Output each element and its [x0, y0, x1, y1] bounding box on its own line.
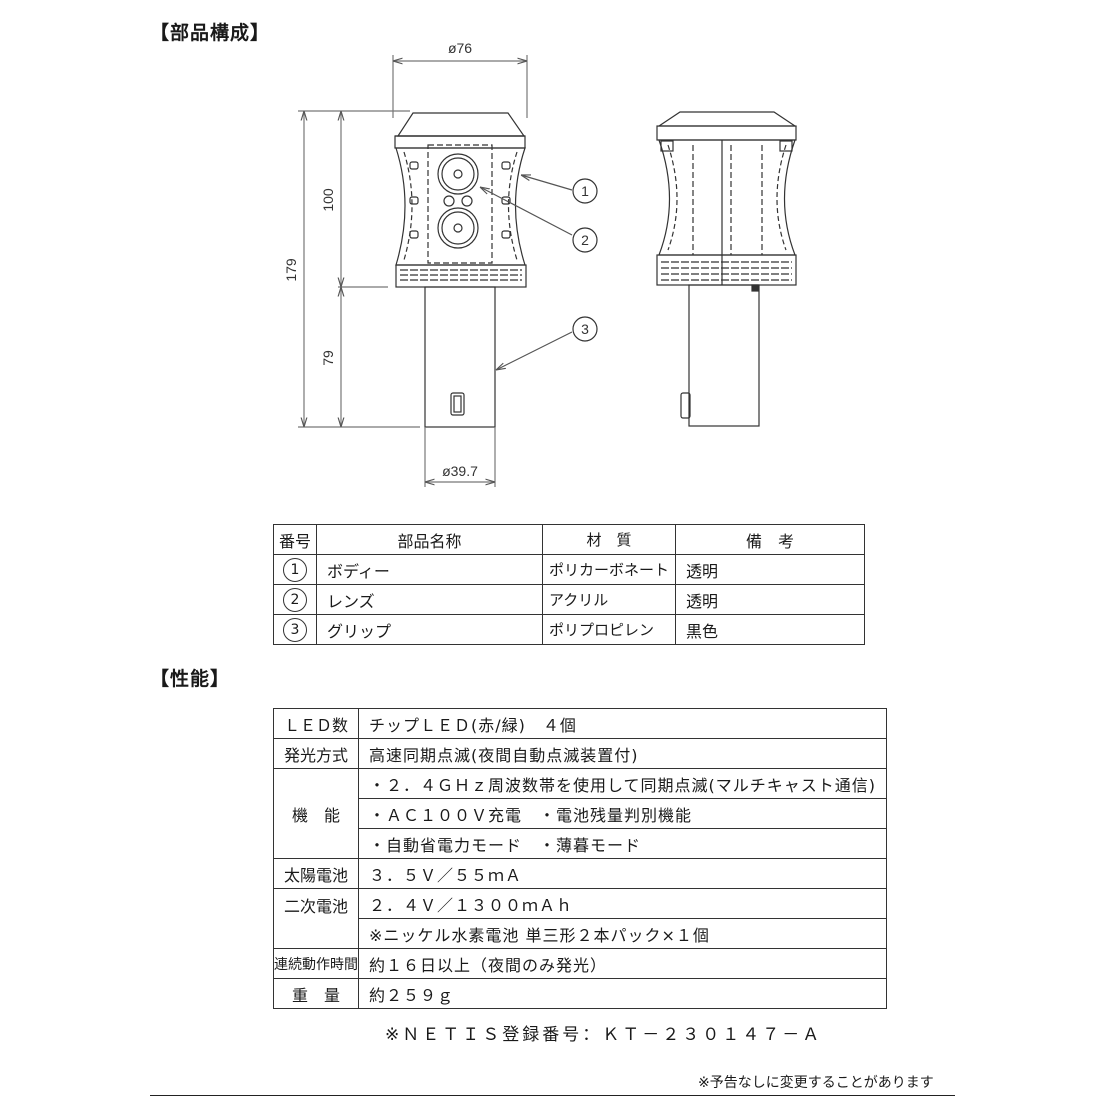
part-number: 2	[283, 587, 307, 612]
spec-row-emission: 発光方式 高速同期点滅(夜間自動点滅装置付)	[273, 738, 888, 769]
spec-label: ＬＥＤ数	[273, 708, 359, 739]
spec-value: チップＬＥＤ(赤/緑) ４個	[357, 708, 888, 739]
part-note: 透明	[675, 584, 865, 615]
part-name: レンズ	[316, 584, 543, 615]
callout-3: 3	[581, 321, 589, 337]
part-material: アクリル	[541, 584, 677, 615]
table-row: 3 グリップ ポリプロピレン 黒色	[273, 614, 865, 645]
spec-row-runtime: 連続動作時間 約１６日以上（夜間のみ発光）	[273, 948, 888, 979]
header-name: 部品名称	[316, 524, 543, 555]
technical-drawing: ø76 179 100 79 ø39.7 1 2 3	[283, 40, 797, 487]
footer-divider	[150, 1095, 955, 1096]
dim-top-diameter: ø76	[448, 40, 472, 56]
spec-row-functions: ・ＡＣ１００Ｖ充電 ・電池残量判別機能	[274, 798, 888, 829]
spec-label: 発光方式	[273, 738, 359, 769]
spec-value: ３．５Ｖ／５５ｍＡ	[357, 858, 888, 889]
header-material: 材 質	[541, 524, 677, 555]
spec-row-functions: ・自動省電力モード ・薄暮モード	[274, 828, 888, 859]
part-number: 3	[283, 617, 307, 642]
part-name: ボディー	[316, 554, 543, 585]
part-note: 透明	[675, 554, 865, 585]
front-view	[298, 55, 598, 487]
performance-heading: 【性能】	[150, 668, 231, 690]
part-material: ポリプロピレン	[541, 614, 677, 645]
spec-value: 約１６日以上（夜間のみ発光）	[357, 948, 888, 979]
netis-registration: ※ＮＥＴＩＳ登録番号：ＫＴ－２３０１４７－Ａ	[385, 1025, 823, 1045]
parts-heading: 【部品構成】	[150, 22, 271, 44]
part-number: 1	[283, 557, 307, 582]
spec-label: 連続動作時間	[273, 948, 359, 979]
spec-value: 高速同期点滅(夜間自動点滅装置付)	[357, 738, 888, 769]
part-note: 黒色	[675, 614, 865, 645]
spec-row-weight: 重 量 約２５９ｇ	[273, 978, 888, 1009]
spec-value: 約２５９ｇ	[357, 978, 888, 1009]
side-view	[656, 111, 797, 427]
spec-row-solar: 太陽電池 ３．５Ｖ／５５ｍＡ	[273, 858, 888, 889]
table-row: 1 ボディー ポリカーボネート 透明	[273, 554, 865, 585]
header-note: 備 考	[675, 524, 865, 555]
spec-row-functions: 機 能 ・２．４ＧＨｚ周波数帯を使用して同期点滅(マルチキャスト通信)	[273, 768, 888, 859]
spec-row-led: ＬＥＤ数 チップＬＥＤ(赤/緑) ４個	[273, 708, 888, 739]
change-notice: ※予告なしに変更することがあります	[698, 1075, 934, 1091]
dim-grip-diameter: ø39.7	[442, 463, 478, 479]
spec-value: ・ＡＣ１００Ｖ充電 ・電池残量判別機能	[357, 798, 888, 829]
spec-value: ・２．４ＧＨｚ周波数帯を使用して同期点滅(マルチキャスト通信)	[357, 768, 888, 799]
callout-2: 2	[581, 232, 589, 248]
spec-value: ２．４Ｖ／１３００ｍＡｈ	[357, 888, 888, 919]
header-no: 番号	[273, 524, 317, 555]
spec-label: 太陽電池	[273, 858, 359, 889]
dim-total-height: 179	[283, 258, 299, 282]
spec-value: ・自動省電力モード ・薄暮モード	[357, 828, 888, 859]
performance-table: ＬＥＤ数 チップＬＥＤ(赤/緑) ４個 発光方式 高速同期点滅(夜間自動点滅装置…	[273, 708, 888, 1009]
spec-row-secondary: ※ニッケル水素電池 単三形２本パック×１個	[274, 918, 888, 949]
spec-label: 二次電池	[273, 888, 359, 949]
part-name: グリップ	[316, 614, 543, 645]
spec-label: 機 能	[273, 768, 359, 859]
dim-grip-height: 79	[320, 350, 336, 366]
dim-head-height: 100	[320, 188, 336, 212]
part-material: ポリカーボネート	[541, 554, 677, 585]
spec-label: 重 量	[273, 978, 359, 1009]
table-row: 2 レンズ アクリル 透明	[273, 584, 865, 615]
spec-value: ※ニッケル水素電池 単三形２本パック×１個	[357, 918, 888, 949]
callout-1: 1	[581, 183, 589, 199]
parts-table: 番号 部品名称 材 質 備 考 1 ボディー ポリカーボネート 透明 2 レンズ…	[273, 524, 865, 645]
table-header-row: 番号 部品名称 材 質 備 考	[273, 524, 865, 555]
spec-row-secondary: 二次電池 ２．４Ｖ／１３００ｍＡｈ	[273, 888, 888, 949]
